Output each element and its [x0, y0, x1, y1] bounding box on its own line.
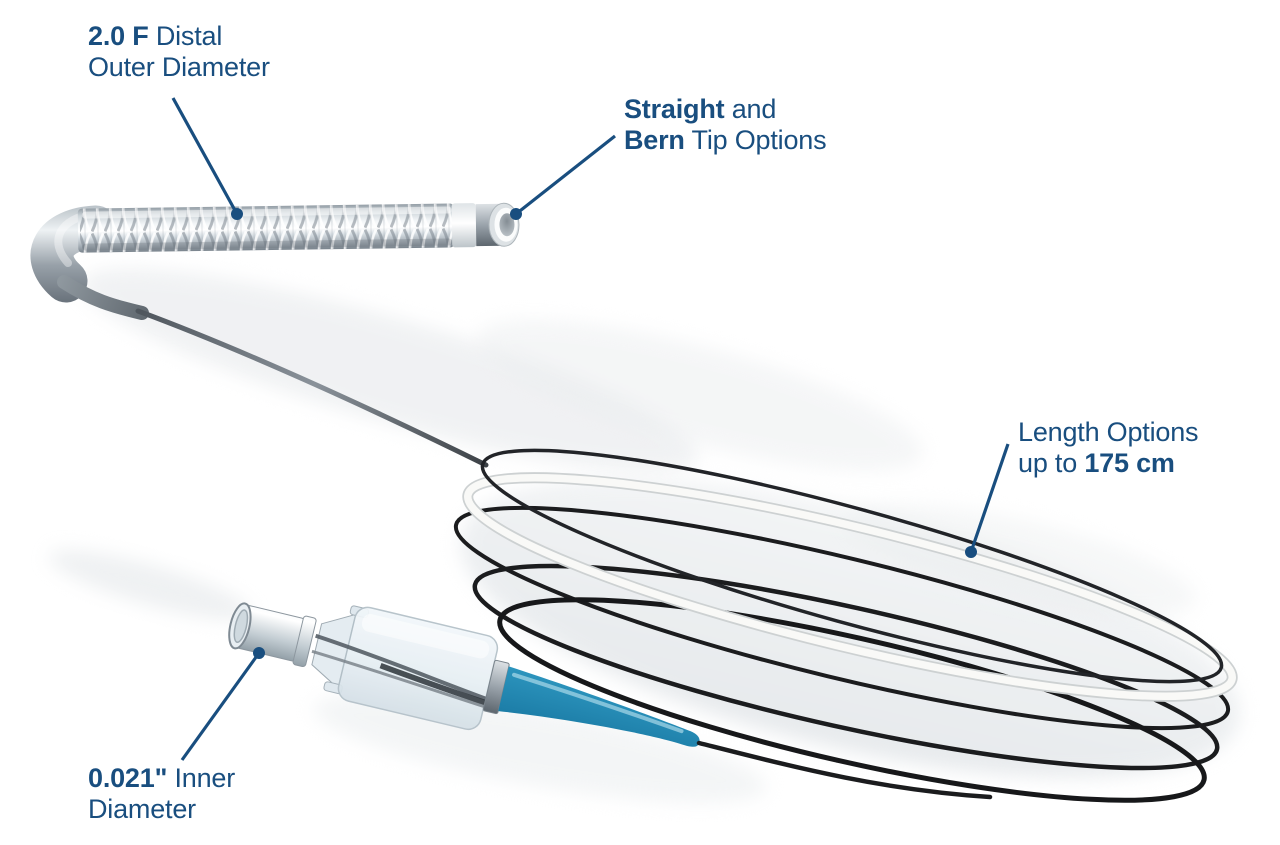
callout-line-length: [969, 443, 1010, 553]
hub-luer-opening-inner: [233, 609, 249, 644]
coil-loop-4: [497, 597, 1207, 803]
callout-dot-distal-od: [231, 208, 243, 220]
shadow-hub-left: [48, 550, 252, 620]
label-length-options-value: 175 cm: [1084, 448, 1175, 478]
callout-line-inner-d: [180, 652, 261, 761]
coil-loop-3: [472, 563, 1220, 771]
callout-dot-tip-options: [510, 208, 522, 220]
label-length-options-pre: up to: [1018, 448, 1085, 478]
braided-shaft-underside: [82, 238, 453, 251]
hub-wing-gloss: [361, 614, 490, 659]
tip-marker-band: [451, 203, 477, 248]
label-inner-diameter: 0.021" Inner Diameter: [88, 763, 235, 825]
label-tip-options-bern: Bern: [624, 125, 685, 155]
hub-inner-strand-3: [379, 663, 490, 707]
label-inner-diameter-rest: Inner: [167, 763, 236, 793]
label-length-options-line1: Length Options: [1018, 417, 1199, 447]
braided-tip-segment: [77, 202, 520, 253]
callout-leaders: [171, 97, 1010, 761]
coil-loop-2: [453, 505, 1231, 731]
shaft-transition: [57, 275, 149, 320]
label-tip-options-rest: Tip Options: [684, 125, 827, 155]
label-distal-outer-diameter-value: 2.0 F: [88, 21, 149, 51]
coiled-shaft-loops: [453, 448, 1238, 803]
shadow-under-shaft: [82, 268, 698, 472]
tip-opening: [499, 213, 515, 237]
shadows: [48, 268, 1240, 803]
shadow-mid-wire: [477, 319, 923, 471]
hub-inner-strand-1: [315, 633, 489, 702]
shadow-under-hub: [313, 693, 767, 803]
callout-dot-inner-d: [253, 647, 265, 659]
coil-loop-white: [464, 473, 1236, 701]
label-tip-options-and: and: [724, 94, 777, 124]
label-inner-diameter-line2: Diameter: [88, 794, 196, 824]
hub-inner-strand-2: [311, 649, 487, 709]
callout-line-distal-od: [171, 97, 239, 215]
label-tip-options: Straight and Bern Tip Options: [624, 94, 827, 156]
label-length-options: Length Options up to 175 cm: [1018, 417, 1199, 479]
guidewire-shaft: [135, 308, 489, 468]
label-distal-outer-diameter-line2: Outer Diameter: [88, 52, 270, 82]
callout-dot-length: [965, 546, 977, 558]
hub-collar: [292, 615, 317, 668]
callout-line-tip-options: [515, 134, 616, 216]
proximal-wire: [696, 740, 993, 800]
braided-shaft-gloss: [81, 206, 452, 219]
coil-loop-1: [480, 448, 1224, 684]
label-inner-diameter-value: 0.021": [88, 763, 168, 793]
strain-relief-gloss: [512, 672, 684, 734]
hub-assembly: [228, 602, 700, 747]
shadow-coil-interior: [460, 478, 1240, 778]
distal-assembly: [30, 202, 520, 468]
label-distal-outer-diameter: 2.0 F Distal Outer Diameter: [88, 21, 270, 83]
label-tip-options-straight: Straight: [624, 94, 725, 124]
label-distal-outer-diameter-rest: Distal: [148, 21, 223, 51]
